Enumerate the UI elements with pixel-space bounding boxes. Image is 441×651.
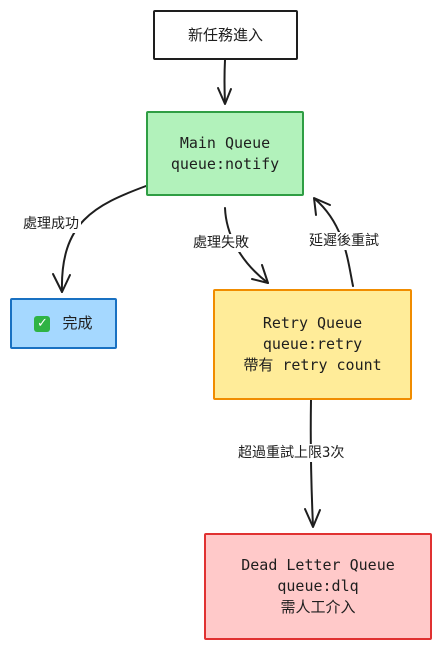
edge-label-success: 處理成功 [21, 215, 81, 233]
node-retry-queue-note: 帶有 retry count [243, 356, 382, 374]
edge-label-exceed-retry-limit: 超過重試上限3次 [236, 444, 347, 462]
edge-retry-to-dlq-arrowhead [304, 508, 321, 528]
edge-retry-to-dlq [309, 399, 314, 527]
node-main-queue: Main Queue queue:notify [146, 111, 304, 196]
edge-main-to-done [60, 185, 147, 293]
edge-start-to-main [223, 59, 226, 104]
node-retry-queue-name: queue:retry [262, 335, 363, 353]
node-new-task: 新任務進入 [153, 10, 298, 60]
node-done-label: 完成 [62, 314, 93, 332]
check-mark-icon: ✓ [34, 315, 51, 332]
node-dead-letter-queue-note: 需人工介入 [280, 598, 356, 616]
node-new-task-label: 新任務進入 [187, 25, 263, 44]
edge-label-fail: 處理失敗 [191, 234, 251, 252]
node-dead-letter-queue-title: Dead Letter Queue [241, 556, 395, 574]
edge-label-retry-after-delay: 延遲後重試 [307, 232, 381, 250]
node-dead-letter-queue: Dead Letter Queue queue:dlq 需人工介入 [204, 533, 432, 640]
edge-start-to-main-arrowhead [217, 87, 232, 105]
node-main-queue-name: queue:notify [170, 154, 280, 173]
node-retry-queue: Retry Queue queue:retry 帶有 retry count [213, 289, 412, 400]
node-done: ✓ 完成 [10, 298, 117, 349]
edge-main-to-retry-arrowhead [251, 264, 269, 284]
node-dead-letter-queue-name: queue:dlq [277, 577, 359, 595]
edge-main-to-done-arrowhead [52, 273, 71, 293]
node-main-queue-title: Main Queue [179, 133, 271, 152]
edge-retry-to-main-arrowhead [313, 197, 331, 216]
node-retry-queue-title: Retry Queue [262, 314, 363, 332]
